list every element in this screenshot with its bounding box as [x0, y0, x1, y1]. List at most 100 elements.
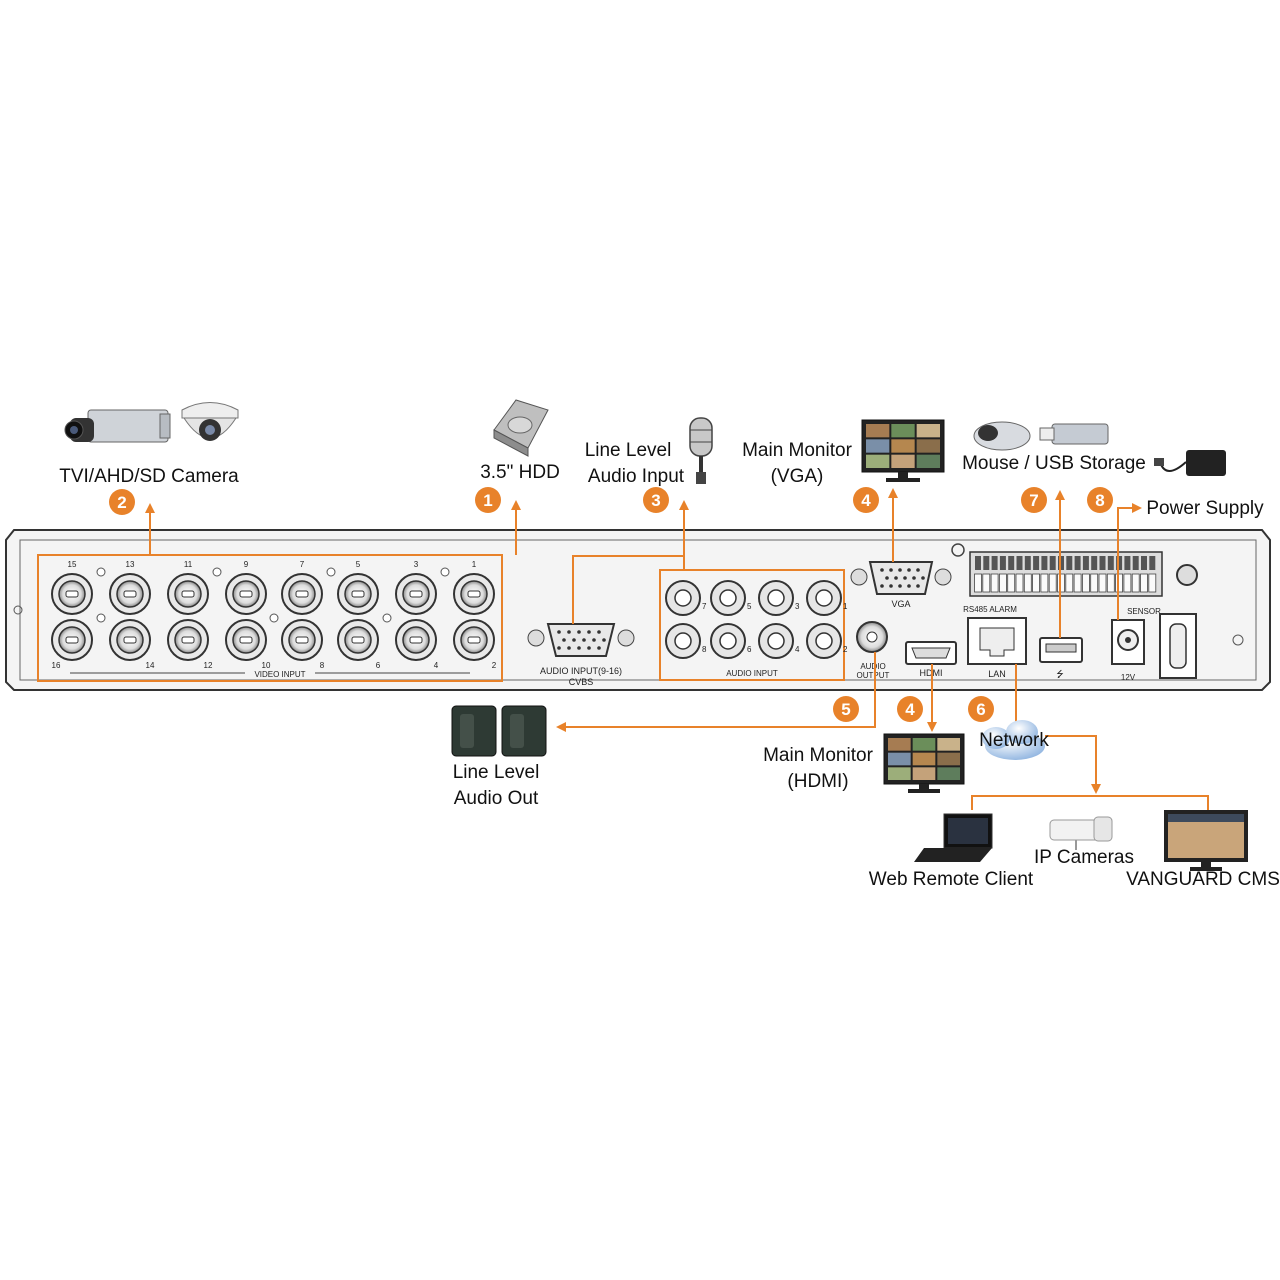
audio-input-9-16-port[interactable]: AUDIO INPUT(9-16) CVBS — [527, 623, 635, 687]
screen-tile — [937, 752, 960, 766]
power-jack[interactable]: 12V — [1111, 619, 1145, 682]
terminal-pin — [1065, 556, 1074, 593]
vga-port[interactable]: VGA — [850, 561, 952, 609]
microphone-icon — [689, 417, 713, 484]
screen-tile — [866, 439, 890, 453]
bnc-video-input-port[interactable]: 13 — [109, 560, 151, 615]
bnc-video-input-port[interactable]: 15 — [51, 560, 93, 615]
audio-channel-number: 2 — [843, 645, 848, 654]
dc-label: 12V — [1121, 673, 1136, 682]
alarm-terminal-block[interactable]: RS485 ALARM SENSOR — [951, 543, 1198, 616]
audio-channel-number: 3 — [795, 602, 800, 611]
badge-8: 8 — [1087, 487, 1113, 513]
rs485-alarm-label: RS485 ALARM — [963, 605, 1017, 614]
terminal-pin — [1048, 556, 1057, 593]
rca-audio-input-port[interactable]: 6 — [710, 623, 752, 659]
badge-4-hdmi: 4 — [897, 696, 923, 722]
audio-channel-number: 7 — [702, 602, 707, 611]
rca-audio-input-port[interactable]: 4 — [758, 623, 800, 659]
svg-text:6: 6 — [976, 700, 985, 719]
rca-audio-input-port[interactable]: 7 — [665, 580, 707, 616]
monitor-icon — [1164, 810, 1248, 871]
audio-output-label-1: AUDIO — [860, 662, 885, 671]
terminal-pin — [1015, 556, 1024, 593]
vga-monitor-label-1: Main Monitor — [742, 440, 852, 461]
video-channel-number: 1 — [472, 560, 477, 569]
power-label: Power Supply — [1146, 498, 1264, 519]
connector-pin — [898, 584, 902, 588]
connector-pin — [907, 584, 911, 588]
video-channel-number: 9 — [244, 560, 249, 569]
bnc-video-input-port[interactable]: 1 — [453, 560, 495, 615]
camera-label: TVI/AHD/SD Camera — [59, 466, 239, 487]
screen-tile — [891, 424, 915, 438]
connector-pin — [597, 630, 601, 634]
terminal-pin — [1106, 556, 1115, 593]
video-channel-number: 8 — [320, 661, 325, 670]
bnc-video-input-port[interactable]: 7 — [281, 560, 323, 615]
web-client-label: Web Remote Client — [869, 869, 1034, 890]
rca-audio-input-port[interactable]: 8 — [665, 623, 707, 659]
sensor-label: SENSOR — [1127, 607, 1161, 616]
terminal-pin — [1090, 556, 1099, 593]
connector-pin — [557, 630, 561, 634]
cloud-icon — [982, 720, 1045, 760]
screen-tile — [891, 439, 915, 453]
rca-audio-input-port[interactable]: 2 — [806, 623, 848, 659]
video-channel-number: 5 — [356, 560, 361, 569]
connector-pin — [592, 638, 596, 642]
bnc-video-input-port[interactable]: 16 — [51, 619, 93, 670]
hdd-label: 3.5" HDD — [480, 462, 560, 483]
video-channel-number: 11 — [184, 560, 193, 569]
svg-text:1: 1 — [483, 491, 492, 510]
rca-audio-input-port[interactable]: 5 — [710, 580, 752, 616]
audio-channel-number: 1 — [843, 602, 848, 611]
audio-output-port[interactable]: AUDIO OUTPUT — [856, 621, 890, 680]
video-channel-number: 3 — [414, 560, 419, 569]
connector-pin — [577, 646, 581, 650]
bnc-video-input-port[interactable]: 8 — [281, 619, 325, 670]
connector-pin — [567, 646, 571, 650]
bnc-video-input-port[interactable]: 12 — [167, 619, 213, 670]
screen-tile — [937, 767, 960, 780]
usb-label: Mouse / USB Storage — [962, 453, 1146, 474]
mouse-icon — [973, 421, 1031, 451]
terminal-pin — [1040, 556, 1049, 593]
video-channel-number: 13 — [126, 560, 135, 569]
video-channel-number: 14 — [146, 661, 155, 670]
connector-pin — [889, 568, 893, 572]
bnc-video-input-port[interactable]: 3 — [395, 560, 437, 615]
bnc-video-input-port[interactable]: 2 — [453, 619, 497, 670]
badge-5: 5 — [833, 696, 859, 722]
video-channel-number: 12 — [204, 661, 213, 670]
bnc-video-input-port[interactable]: 4 — [395, 619, 439, 670]
lan-label: LAN — [988, 669, 1006, 679]
bnc-video-input-port[interactable]: 9 — [225, 560, 267, 615]
video-channel-number: 15 — [68, 560, 77, 569]
connector-pin — [587, 646, 591, 650]
screen-tile — [912, 767, 936, 780]
bnc-video-input-port[interactable]: 10 — [225, 619, 271, 670]
bnc-video-input-port[interactable]: 5 — [337, 560, 379, 615]
bnc-video-input-port[interactable]: 11 — [167, 560, 209, 615]
network-label: Network — [979, 730, 1049, 751]
terminal-pin — [1023, 556, 1032, 593]
speaker-icon — [451, 705, 547, 757]
cms-label: VANGUARD CMS — [1126, 869, 1280, 890]
monitor-icon — [861, 419, 945, 482]
rca-audio-input-port[interactable]: 1 — [806, 580, 848, 616]
terminal-pin — [990, 556, 999, 593]
terminal-pin — [1007, 556, 1016, 593]
bnc-video-input-port[interactable]: 14 — [109, 619, 155, 670]
lan-port[interactable]: LAN — [967, 617, 1027, 679]
svg-text:5: 5 — [841, 700, 850, 719]
screw-dot — [96, 567, 106, 577]
screen-tile — [888, 767, 911, 780]
connector-pin — [577, 630, 581, 634]
power-switch[interactable] — [1159, 613, 1197, 679]
audio-input-label-2: Audio Input — [588, 466, 685, 487]
bnc-video-input-port[interactable]: 6 — [337, 619, 381, 670]
connector-pin — [602, 638, 606, 642]
connector-pin — [889, 584, 893, 588]
rca-audio-input-port[interactable]: 3 — [758, 580, 800, 616]
